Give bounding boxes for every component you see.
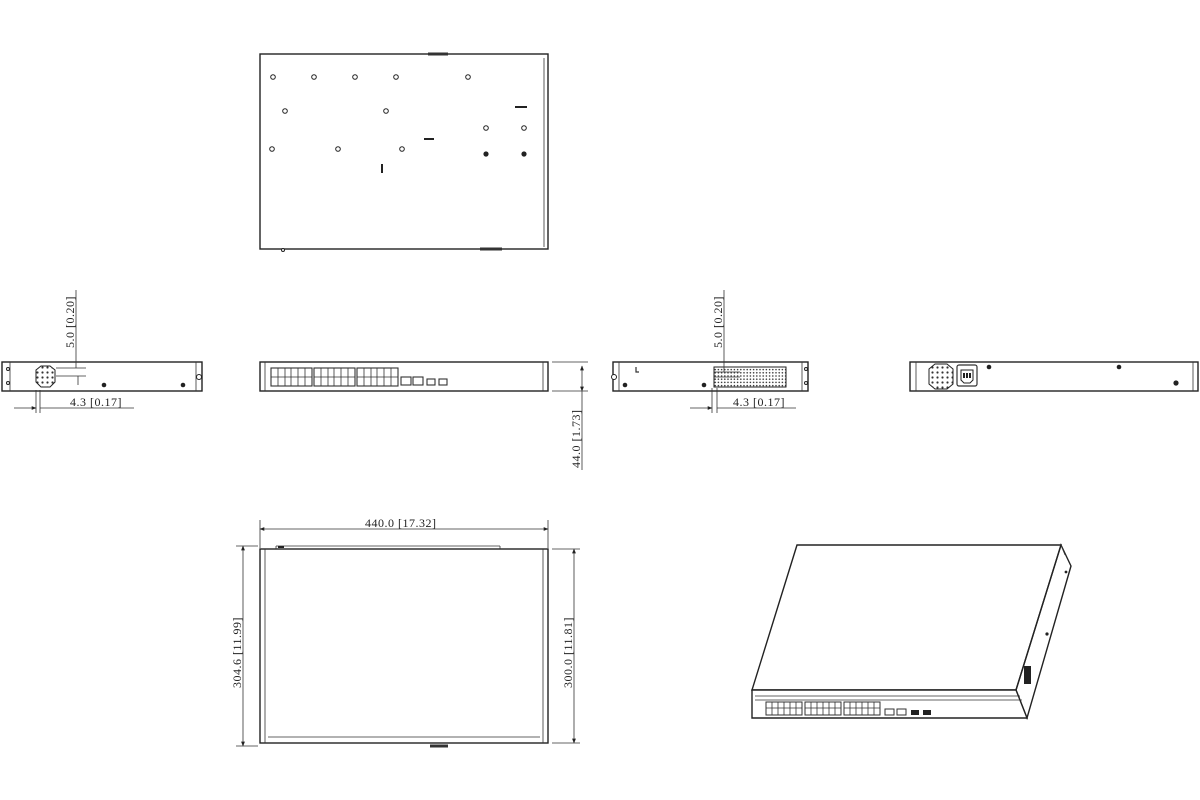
left-side-view: 5.0 [0.20] 4.3 [0.17] <box>1 290 203 413</box>
bottom-width-dimension: 440.0 [17.32] <box>365 516 437 530</box>
iso-port-block <box>765 701 931 716</box>
rear-view <box>909 361 1199 392</box>
isometric-view <box>751 543 1072 721</box>
fan-vent <box>928 363 954 390</box>
mounting-holes <box>269 74 527 157</box>
right-side-horizontal-dimension: 4.3 [0.17] <box>733 395 785 409</box>
bottom-view: 440.0 [17.32] 304.6 [11.99] 300.0 [11.81… <box>230 516 580 748</box>
left-side-vertical-dimension: 5.0 [0.20] <box>63 296 77 348</box>
top-view <box>259 52 549 252</box>
front-height-dimension: 44.0 [1.73] <box>569 410 583 469</box>
uplink-port-block <box>400 376 448 386</box>
left-side-horizontal-dimension: 4.3 [0.17] <box>70 395 122 409</box>
bottom-body-depth-dimension: 300.0 [11.81] <box>561 617 575 688</box>
right-side-view: 5.0 [0.20] 4.3 [0.17] <box>611 290 809 413</box>
bottom-overall-depth-dimension: 304.6 [11.99] <box>230 617 244 688</box>
front-view: 44.0 [1.73] <box>259 361 588 470</box>
power-socket <box>956 364 978 387</box>
rj45-port-block <box>270 367 399 387</box>
right-side-vertical-dimension: 5.0 [0.20] <box>711 296 725 348</box>
